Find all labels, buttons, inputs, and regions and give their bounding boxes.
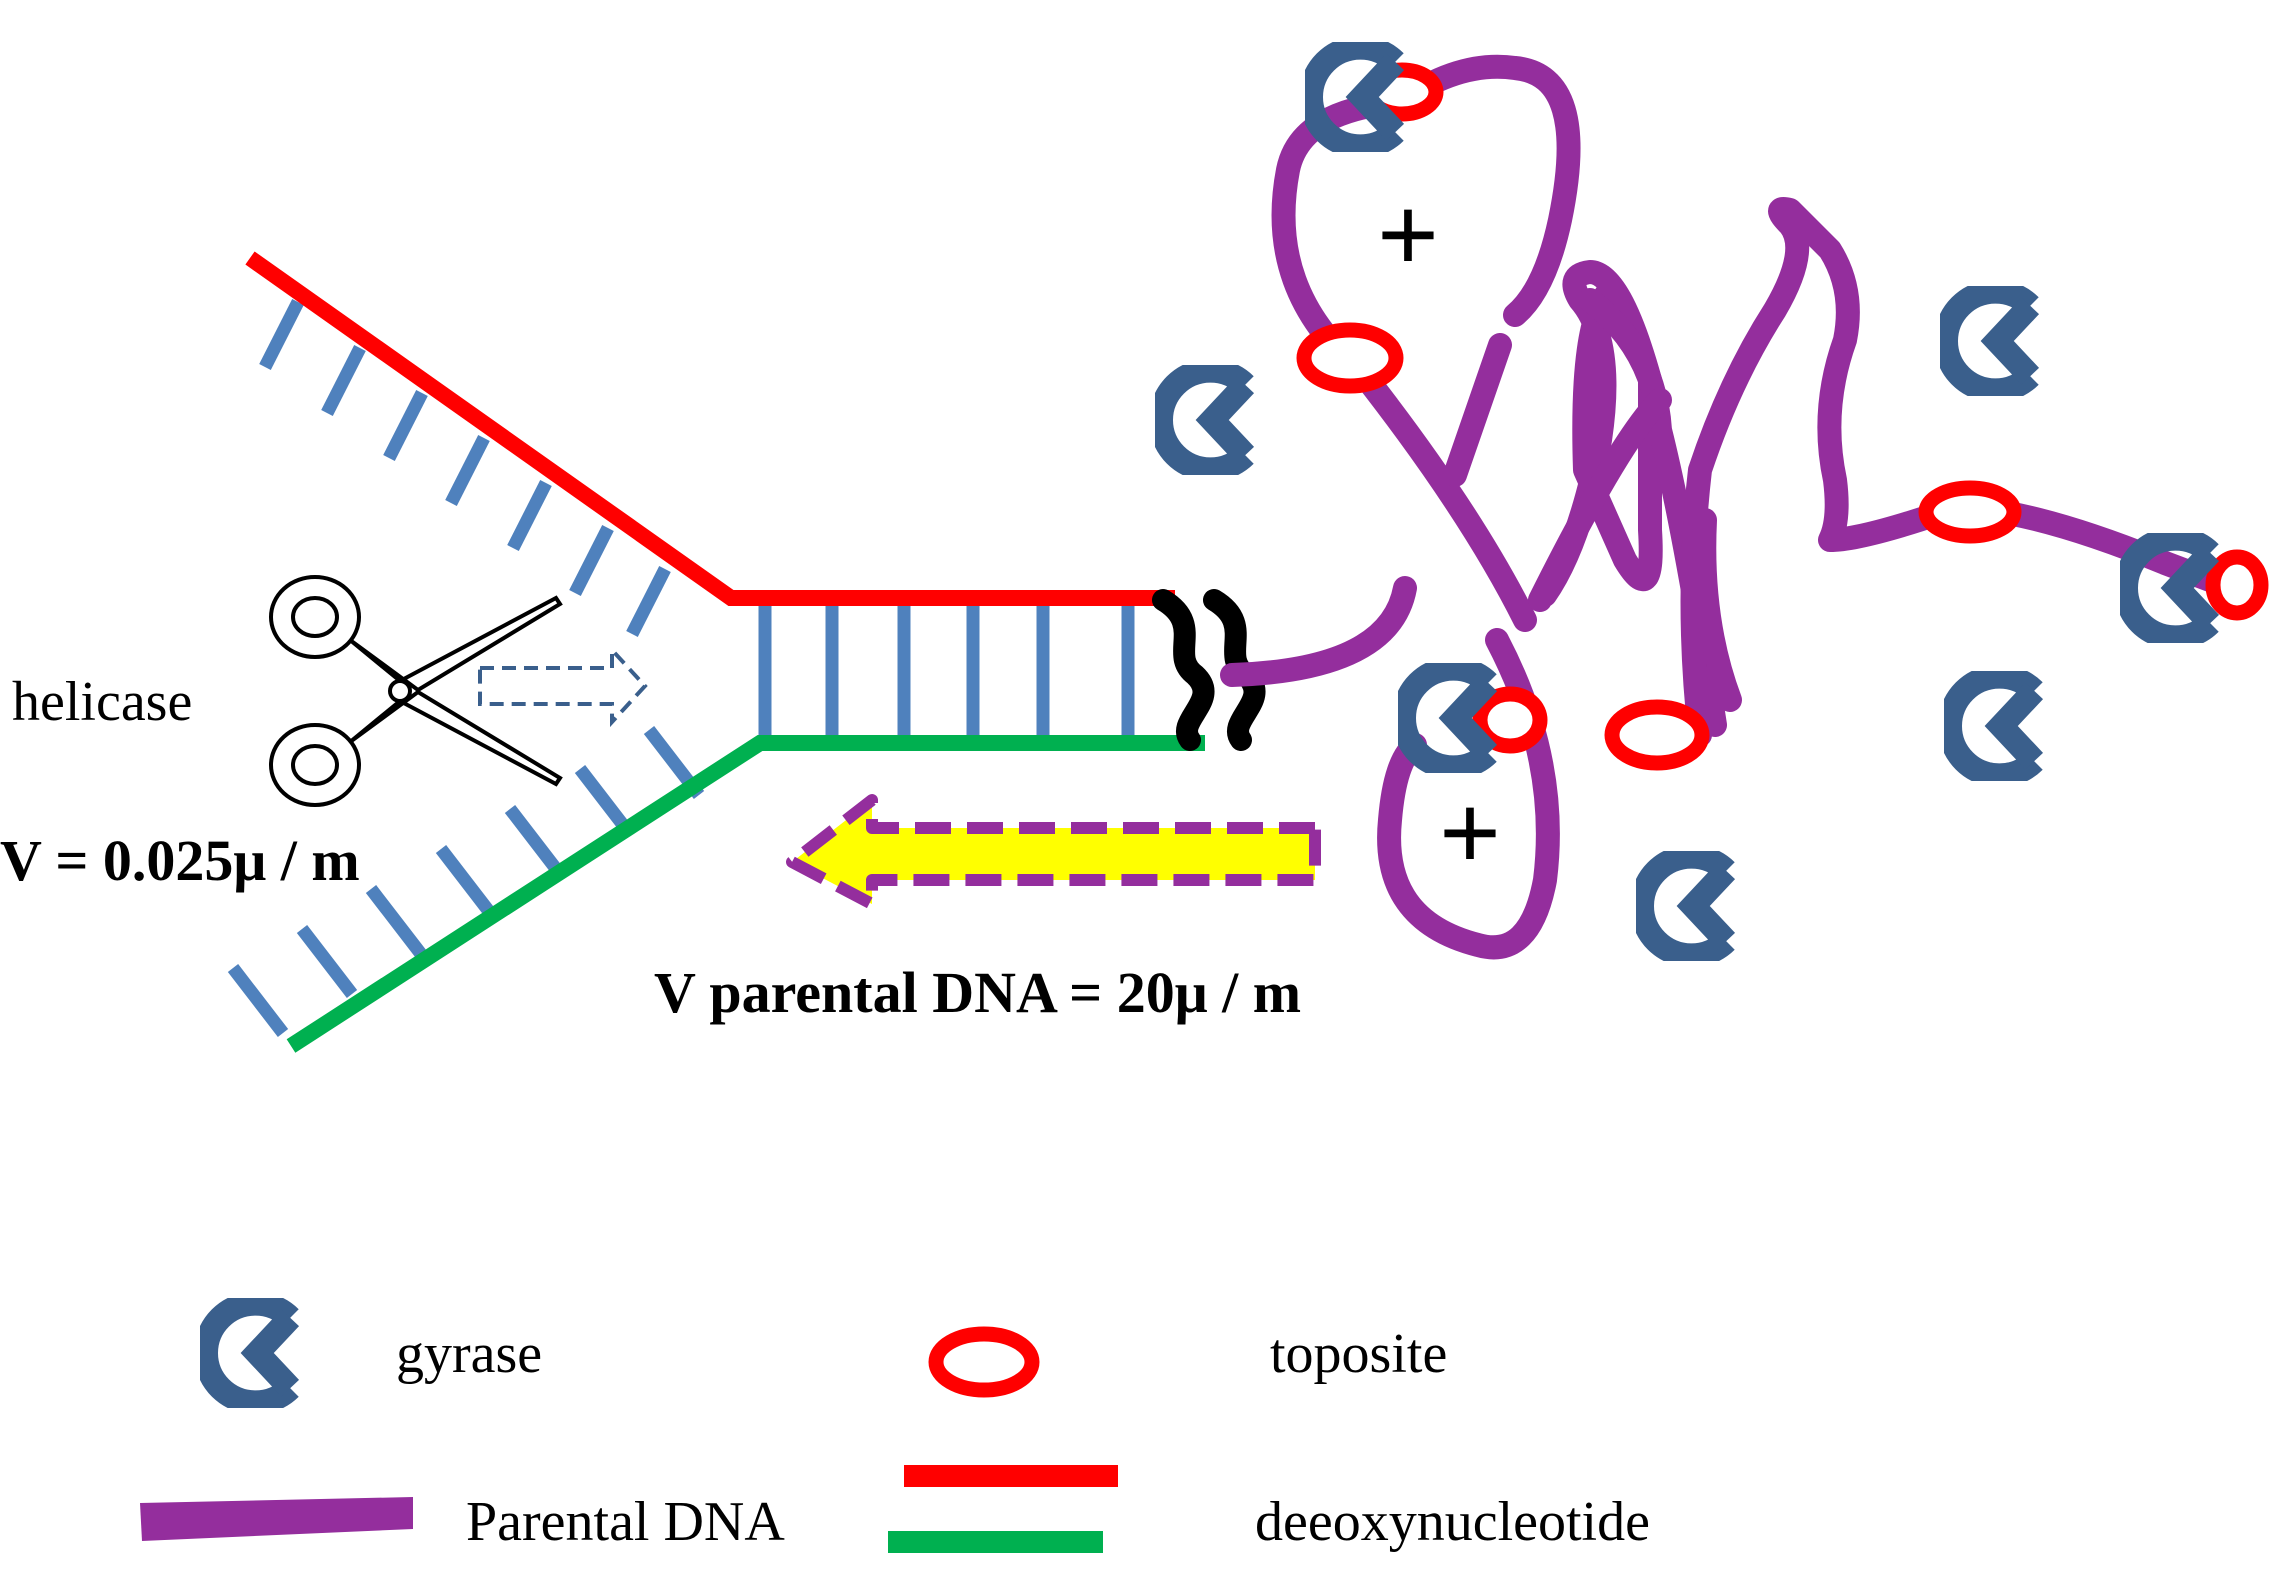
legend-parental-dna-swatch	[140, 1497, 413, 1541]
direction-dashed-arrow-icon	[478, 644, 648, 728]
gyrase-pacman-icon	[1642, 857, 1726, 956]
upper-arm-base-pairs	[259, 299, 671, 637]
legend-toposite-label: toposite	[1270, 1323, 1447, 1385]
replication-fork	[227, 251, 1266, 1053]
toposite-ring-icon	[1604, 699, 1710, 771]
gyrase-pacman-icon	[1946, 292, 2030, 391]
parental-speed-label: V parental DNA = 20μ / m	[654, 960, 1301, 1025]
helicase-scissors-icon	[269, 575, 563, 807]
gyrase-pacman-icon	[1950, 677, 2034, 776]
legend-parental-dna-label: Parental DNA	[466, 1491, 785, 1553]
duplex-base-pairs	[758, 598, 1135, 743]
parental-direction-arrow-icon	[786, 794, 1321, 910]
plus-sign-upper: +	[1377, 174, 1440, 296]
toposite-markers	[1296, 62, 2269, 771]
legend-deoxynucleotide-label: deeoxynucleotide	[1255, 1491, 1650, 1553]
toposite-ring-icon	[1296, 322, 1404, 394]
legend-gyrase-label: gyrase	[396, 1323, 542, 1385]
toposite-ring-icon	[2205, 549, 2269, 621]
lower-green-strand	[286, 735, 1205, 1053]
toposite-ring-icon	[1472, 686, 1548, 754]
gyrase-pacman-icon	[1161, 371, 1245, 470]
parental-dna-tangle	[1220, 54, 2222, 960]
legend-gyrase-pacman-icon	[206, 1304, 290, 1403]
plus-sign-lower: +	[1439, 772, 1502, 894]
helicase-label: helicase	[12, 671, 192, 733]
upper-red-strand	[245, 251, 1175, 606]
toposite-ring-icon	[1918, 480, 2022, 544]
helicase-speed-label: V = 0.025μ / m	[0, 828, 360, 893]
legend-toposite-ring-icon	[928, 1326, 1040, 1398]
legend: gyrase toposite Parental DNA deeoxynucle…	[140, 1304, 1650, 1553]
